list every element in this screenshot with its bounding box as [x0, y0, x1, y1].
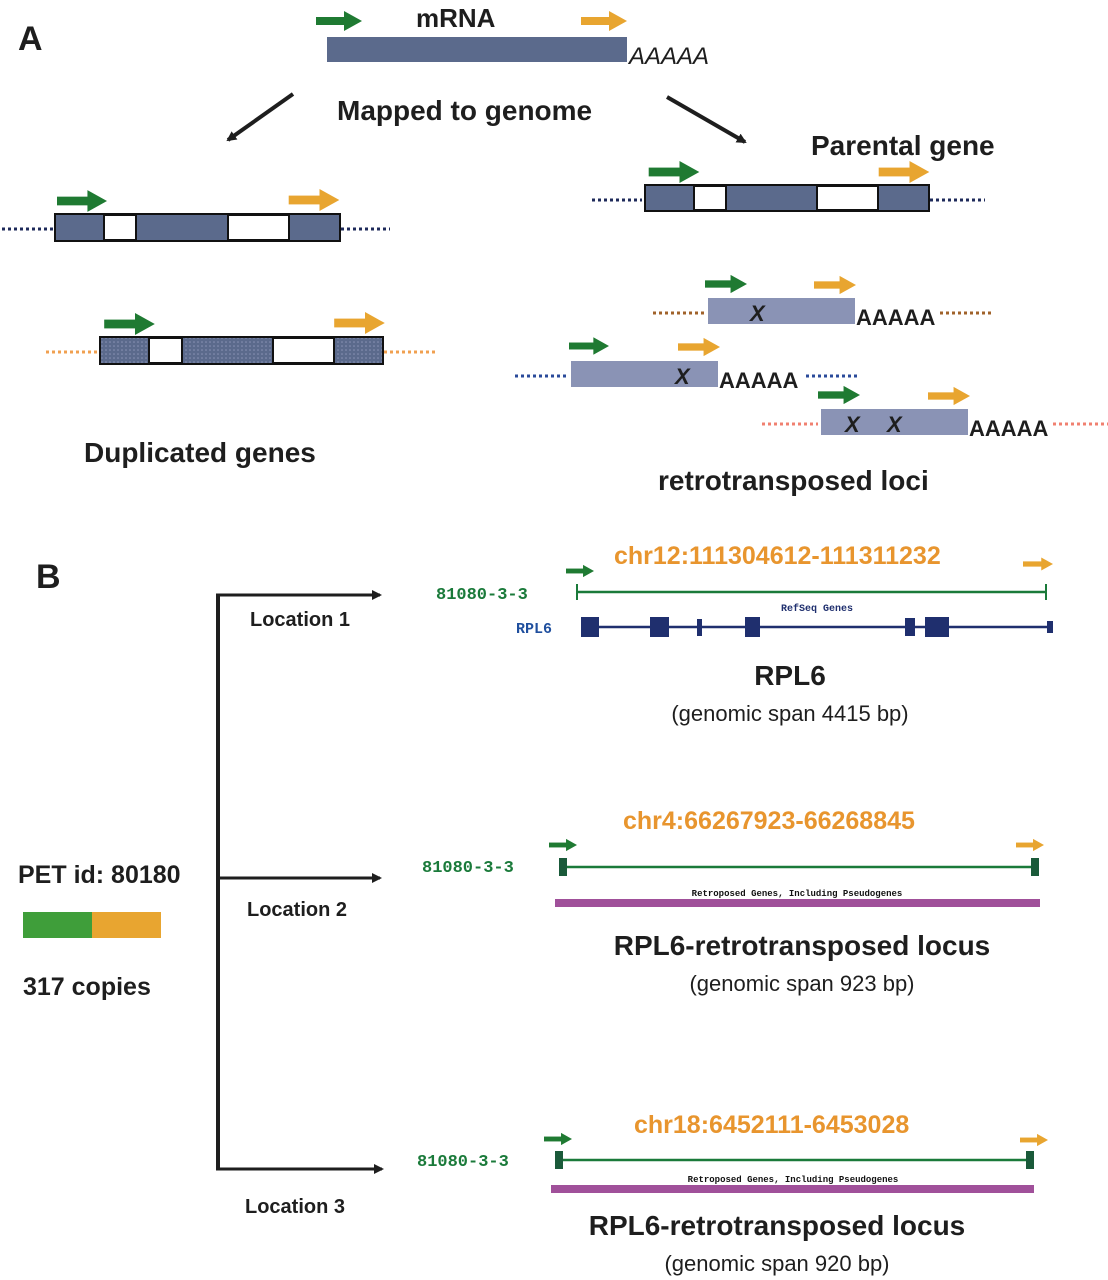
location-1-label: Location 1: [250, 609, 350, 631]
forward-primer-arrow-icon: [818, 385, 860, 405]
track-id: 81080-3-3: [422, 859, 514, 878]
location-2-label: Location 2: [247, 899, 347, 921]
location-1-track: chr12:111304612-111311232 81080-3-3 RefS…: [436, 542, 1053, 638]
mrna-label: mRNA: [416, 3, 496, 33]
reverse-primer-arrow-icon: [928, 386, 970, 406]
location-3-track: chr18:6452111-6453028 81080-3-3 Retropos…: [417, 1111, 1048, 1193]
retro-polya-1: AAAAA: [856, 305, 936, 330]
retro-locus-1: X: [653, 298, 992, 326]
track-label: Retroposed Genes, Including Pseudogenes: [688, 1175, 899, 1185]
mutation-mark: X: [885, 412, 903, 437]
forward-primer-arrow-icon: [566, 564, 594, 578]
location-2-span: (genomic span 923 bp): [689, 971, 914, 996]
arrow-to-duplicated-icon: [226, 92, 295, 142]
reverse-primer-arrow-icon: [1020, 1133, 1048, 1147]
forward-primer-arrow-icon: [569, 337, 609, 355]
mutation-mark: X: [748, 301, 766, 326]
location-2-coord: chr4:66267923-66268845: [623, 807, 915, 835]
arrow-to-parental-icon: [666, 95, 747, 144]
forward-primer-arrow-icon: [544, 1132, 572, 1146]
reverse-primer-arrow-icon: [288, 189, 340, 211]
parental-label: Parental gene: [811, 130, 995, 161]
duplicated-gene-1: [2, 213, 390, 242]
location-3-label: Location 3: [245, 1196, 345, 1218]
forward-primer-arrow-icon: [316, 11, 362, 31]
track-id: 81080-3-3: [417, 1153, 509, 1172]
reverse-primer-arrow-icon: [678, 337, 720, 357]
location-2-track: chr4:66267923-66268845 81080-3-3 Retropo…: [422, 807, 1044, 907]
duplicated-gene-2: [46, 336, 436, 365]
retro-polya-2: AAAAA: [719, 368, 799, 393]
location-tree: [216, 590, 384, 1174]
forward-primer-arrow-icon: [57, 190, 107, 212]
forward-primer-arrow-icon: [104, 313, 155, 335]
track-id: 81080-3-3: [436, 586, 528, 605]
retro-label: retrotransposed loci: [658, 465, 929, 496]
panel-a-label: A: [18, 20, 43, 58]
parental-gene-diagram: [592, 184, 985, 212]
retro-polya-3: AAAAA: [969, 416, 1049, 441]
location-1-span: (genomic span 4415 bp): [671, 701, 908, 726]
mutation-mark: X: [843, 412, 861, 437]
duplicated-label: Duplicated genes: [84, 437, 316, 468]
forward-primer-arrow-icon: [549, 838, 577, 852]
location-3-span: (genomic span 920 bp): [664, 1251, 889, 1276]
reverse-primer-arrow-icon: [581, 11, 627, 31]
retro-locus-2: X: [515, 361, 858, 389]
pet-tag-green: [23, 912, 92, 938]
track-label: RefSeq Genes: [781, 603, 853, 615]
forward-primer-arrow-icon: [705, 274, 747, 294]
reverse-primer-arrow-icon: [334, 312, 385, 334]
location-3-title: RPL6-retrotransposed locus: [589, 1210, 966, 1241]
forward-primer-arrow-icon: [648, 161, 700, 183]
track-label: Retroposed Genes, Including Pseudogenes: [692, 889, 903, 899]
location-3-coord: chr18:6452111-6453028: [634, 1111, 909, 1139]
pet-id-label: PET id: 80180: [18, 861, 181, 889]
mrna-bar: [327, 37, 627, 62]
mutation-mark: X: [673, 364, 691, 389]
panel-b-label: B: [36, 558, 61, 596]
location-2-title: RPL6-retrotransposed locus: [614, 930, 991, 961]
reverse-primer-arrow-icon: [878, 161, 930, 183]
location-1-coord: chr12:111304612-111311232: [614, 542, 941, 570]
reverse-primer-arrow-icon: [1016, 838, 1044, 852]
reverse-primer-arrow-icon: [1023, 557, 1053, 571]
pet-tag-orange: [92, 912, 161, 938]
gene-label: RPL6: [516, 621, 552, 638]
retro-locus-3: X X: [762, 409, 1108, 437]
mrna-polya: AAAAA: [627, 43, 709, 70]
location-1-title: RPL6: [754, 660, 826, 691]
mapped-label: Mapped to genome: [337, 95, 592, 126]
reverse-primer-arrow-icon: [814, 275, 856, 295]
copies-label: 317 copies: [23, 973, 151, 1001]
